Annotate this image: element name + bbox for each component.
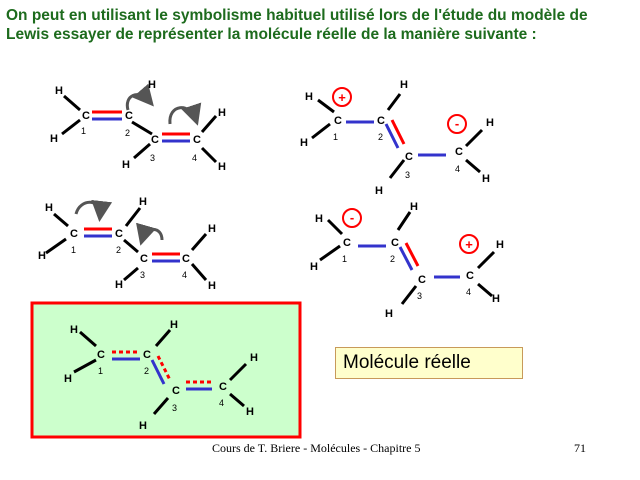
carbon-number: 3 <box>417 291 422 301</box>
atom-h: H <box>300 137 308 149</box>
atom-h: H <box>246 406 254 418</box>
atom-h: H <box>115 279 123 291</box>
atom-c: C <box>391 237 399 249</box>
minus-charge-sign: - <box>350 210 354 225</box>
atom-h: H <box>385 308 393 320</box>
atom-h: H <box>496 239 504 251</box>
carbon-number: 2 <box>390 254 395 264</box>
real-molecule-label: Molécule réelle <box>335 347 523 379</box>
atom-h: H <box>375 185 383 197</box>
atom-h: H <box>170 319 178 331</box>
atom-c: C <box>82 110 90 122</box>
atom-h: H <box>70 324 78 336</box>
atom-h: H <box>218 161 226 173</box>
plus-charge-sign: + <box>465 237 473 252</box>
curved-arrow-icon <box>125 83 154 111</box>
atom-c: C <box>377 115 385 127</box>
atom-h: H <box>50 133 58 145</box>
atom-h: H <box>148 79 156 91</box>
atom-h: H <box>482 173 490 185</box>
carbon-number: 4 <box>182 270 187 280</box>
curved-arrow-icon <box>168 102 202 126</box>
footer-course: Cours de T. Briere - Molécules - Chapitr… <box>212 441 421 455</box>
atom-h: H <box>139 420 147 432</box>
carbon-number: 3 <box>172 403 177 413</box>
minus-charge-sign: - <box>455 116 459 131</box>
atom-c: C <box>343 237 351 249</box>
minus-charge-icon <box>447 114 467 134</box>
intro-text: On peut en utilisant le symbolisme habit… <box>6 7 588 43</box>
curved-arrow-icon <box>74 199 113 222</box>
molecule-5 <box>73 329 248 415</box>
atom-c: C <box>172 385 180 397</box>
atom-h: H <box>305 91 313 103</box>
carbon-number: 4 <box>455 164 460 174</box>
plus-charge-icon <box>459 234 479 254</box>
atom-c: C <box>466 270 474 282</box>
atom-h: H <box>139 196 147 208</box>
atom-c: C <box>193 134 201 146</box>
atom-c: C <box>219 381 227 393</box>
atom-h: H <box>218 107 226 119</box>
atom-h: H <box>250 352 258 364</box>
molecule-1 <box>61 94 218 164</box>
carbon-number: 4 <box>192 153 197 163</box>
atom-c: C <box>182 253 190 265</box>
atom-c: C <box>70 228 78 240</box>
atom-h: H <box>315 213 323 225</box>
atom-c: C <box>115 228 123 240</box>
carbon-number: 1 <box>342 254 347 264</box>
atom-c: C <box>455 146 463 158</box>
atom-c: C <box>151 134 159 146</box>
carbon-number: 2 <box>144 366 149 376</box>
carbon-number: 2 <box>125 128 130 138</box>
atom-h: H <box>64 373 72 385</box>
atom-h: H <box>486 117 494 129</box>
atom-h: H <box>400 79 408 91</box>
atom-h: H <box>45 202 53 214</box>
carbon-number: 2 <box>378 132 383 142</box>
atom-c: C <box>405 151 413 163</box>
atom-h: H <box>492 293 500 305</box>
molecule-2 <box>311 93 484 179</box>
atom-h: H <box>310 261 318 273</box>
minus-charge-icon <box>342 208 362 228</box>
atom-c: C <box>125 110 133 122</box>
plus-charge-sign: + <box>338 90 346 105</box>
atom-h: H <box>38 250 46 262</box>
carbon-number: 1 <box>98 366 103 376</box>
atom-h: H <box>410 201 418 213</box>
carbon-number: 4 <box>466 287 471 297</box>
carbon-number: 4 <box>219 398 224 408</box>
atom-c: C <box>97 349 105 361</box>
carbon-number: 1 <box>71 245 76 255</box>
plus-charge-icon <box>332 87 352 107</box>
molecule-4 <box>319 211 496 305</box>
page-number: 71 <box>574 441 586 455</box>
atom-c: C <box>334 115 342 127</box>
carbon-number: 1 <box>333 132 338 142</box>
atom-h: H <box>208 223 216 235</box>
carbon-number: 1 <box>81 126 86 136</box>
carbon-number: 3 <box>405 170 410 180</box>
atom-h: H <box>122 159 130 171</box>
carbon-number: 2 <box>116 245 121 255</box>
atom-c: C <box>418 274 426 286</box>
atom-c: C <box>140 253 148 265</box>
atom-h: H <box>208 280 216 292</box>
curved-arrow-icon <box>136 222 164 246</box>
molecule-3 <box>45 207 208 282</box>
atom-h: H <box>55 85 63 97</box>
atom-c: C <box>143 349 151 361</box>
carbon-number: 3 <box>140 270 145 280</box>
carbon-number: 3 <box>150 153 155 163</box>
